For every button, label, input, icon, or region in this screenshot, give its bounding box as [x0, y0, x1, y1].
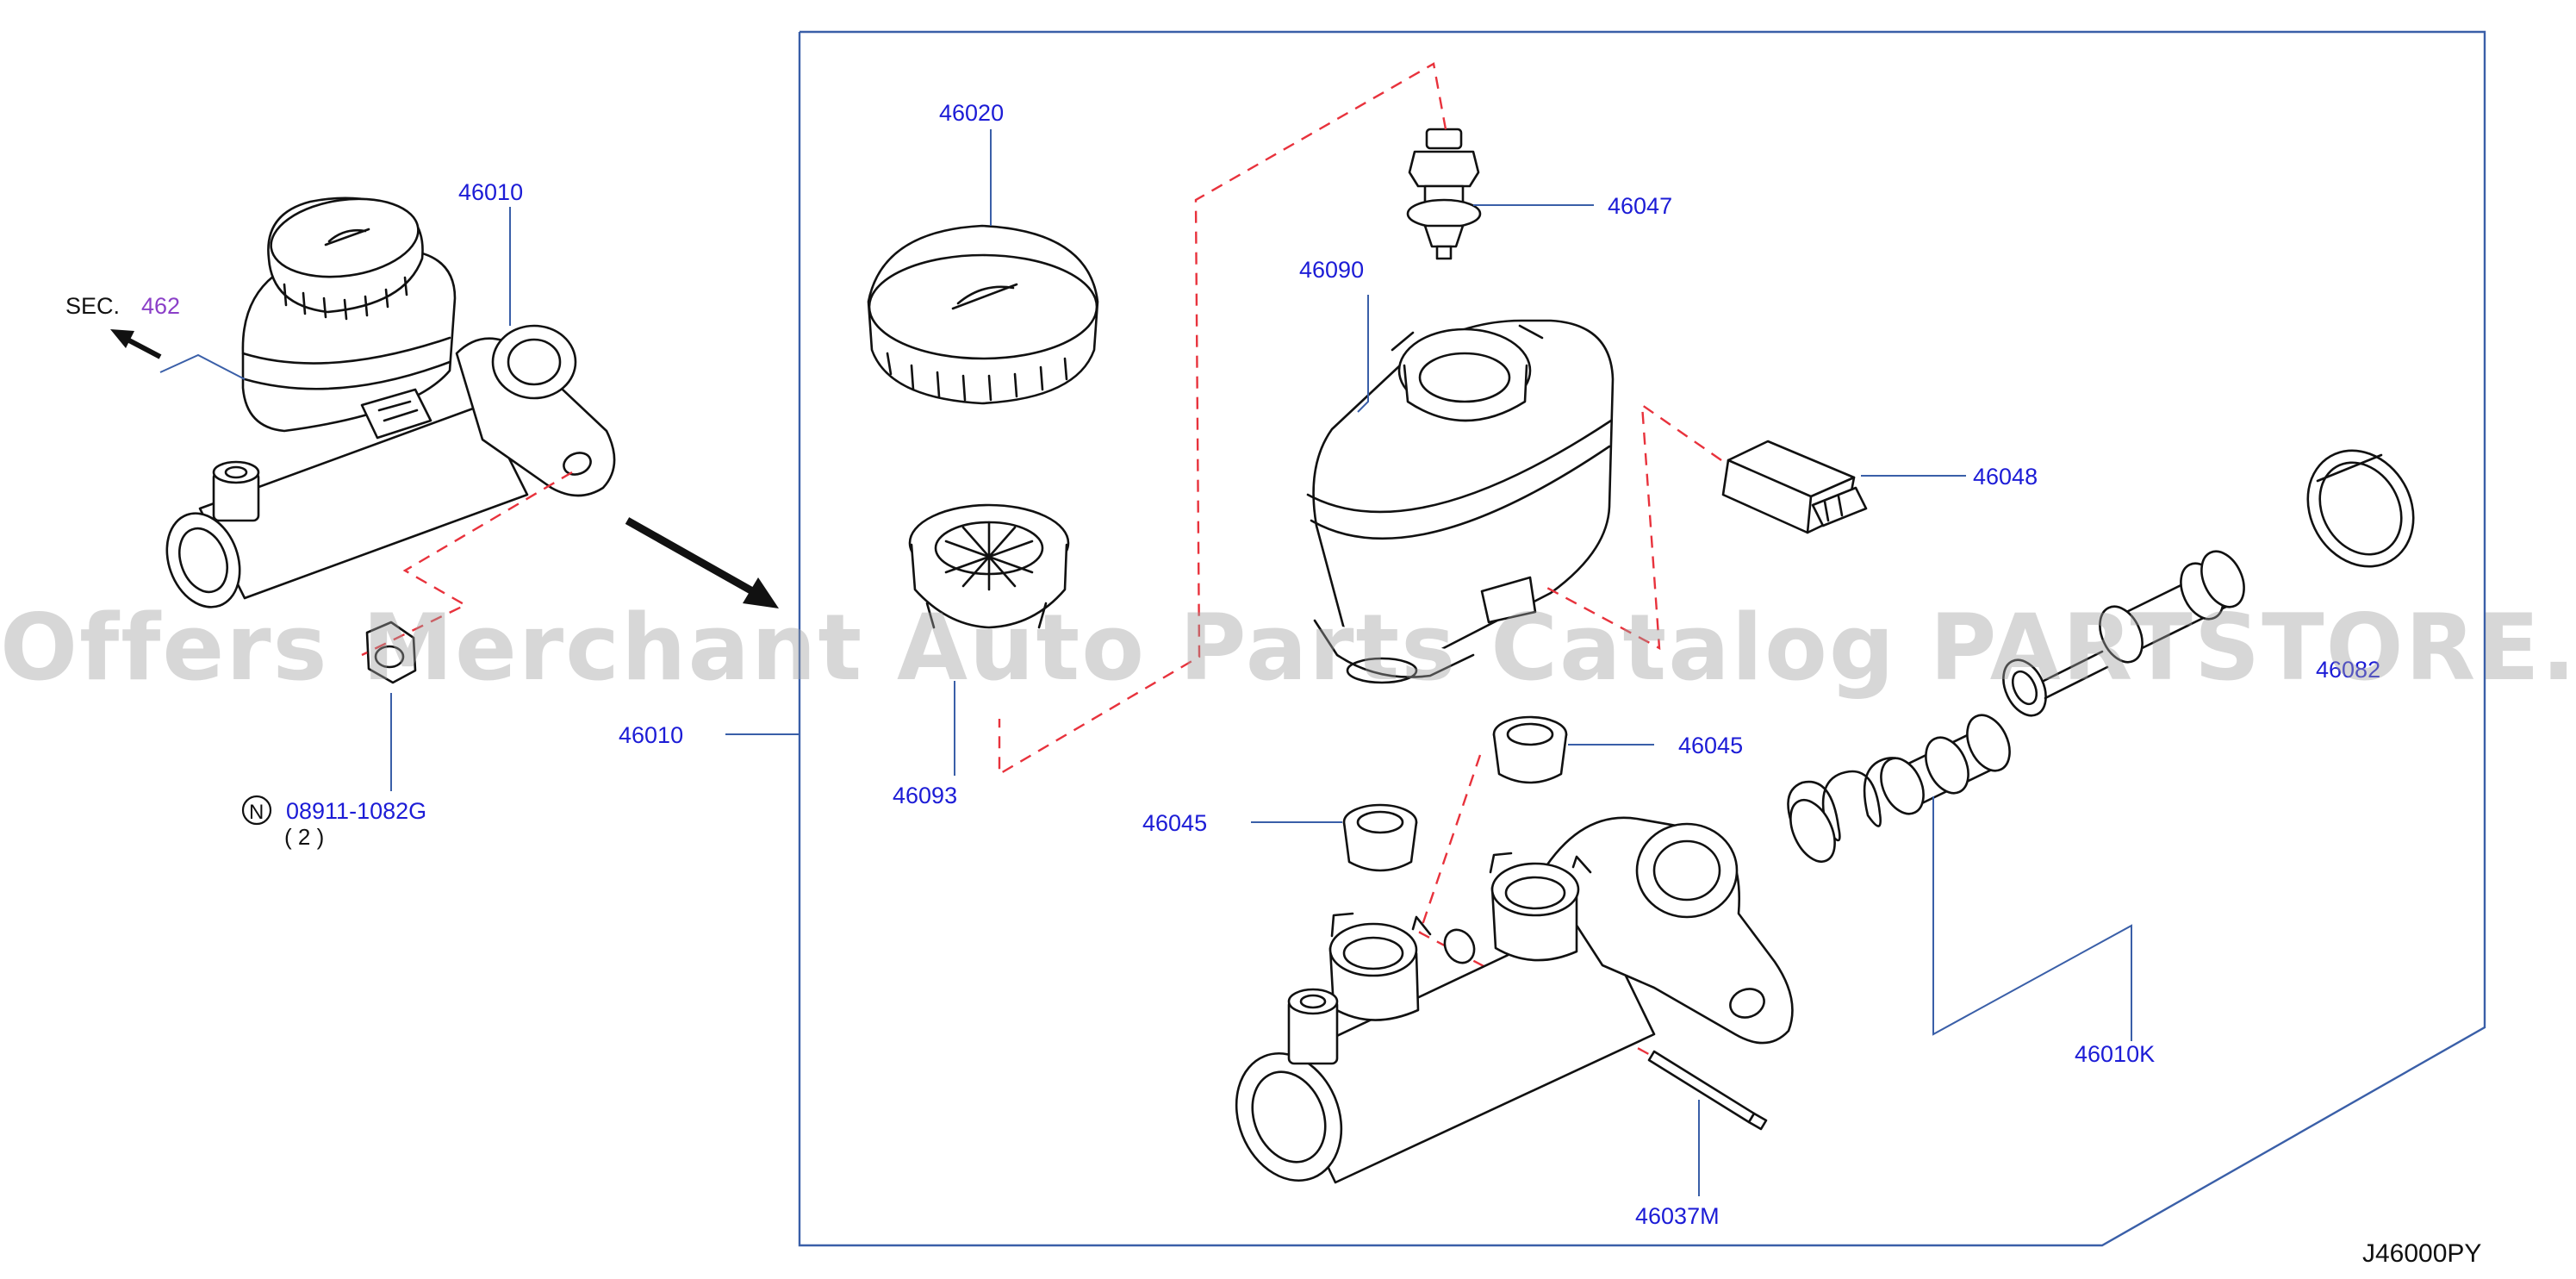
section-prefix: SEC.	[65, 293, 120, 319]
part-number-46045-right[interactable]: 46045	[1678, 733, 1743, 758]
piston-kit-illustration[interactable]	[1782, 545, 2252, 869]
fastener-marker: N	[249, 801, 264, 824]
part-number-46048[interactable]: 46048	[1973, 464, 2038, 490]
retaining-ring-illustration[interactable]	[2287, 431, 2434, 585]
part-number-46093[interactable]: 46093	[893, 783, 957, 808]
reservoir-cap-illustration[interactable]	[867, 224, 1099, 405]
section-ref-462[interactable]: 462	[141, 293, 180, 319]
leader-46090	[1357, 295, 1369, 413]
part-number-46010K[interactable]: 46010K	[2075, 1041, 2155, 1067]
strainer-illustration[interactable]	[908, 503, 1070, 629]
part-number-46082[interactable]: 46082	[2316, 657, 2380, 683]
phantom-line-left	[361, 471, 573, 657]
diagram-code: J46000PY	[2362, 1239, 2481, 1268]
part-number-46010-left[interactable]: 46010	[619, 722, 683, 748]
fastener-quantity: ( 2 )	[284, 824, 324, 850]
part-number-46047[interactable]: 46047	[1608, 193, 1672, 219]
stopper-pin-illustration[interactable]	[1647, 1050, 1768, 1131]
connector-illustration[interactable]	[1721, 440, 1868, 534]
reservoir-tank-illustration[interactable]	[1306, 319, 1615, 684]
exploded-view-frame	[798, 30, 2486, 1247]
fastener-marker-circle	[241, 795, 272, 826]
phantom-line-connector	[1543, 402, 1722, 651]
part-number-46045-left[interactable]: 46045	[1142, 810, 1207, 836]
seal-right-illustration[interactable]	[1492, 715, 1568, 784]
part-number-08911-1082G[interactable]: 08911-1082G	[286, 798, 426, 824]
leader-sec-462	[159, 353, 246, 380]
master-cylinder-body-illustration[interactable]	[1218, 816, 1794, 1196]
part-number-46020[interactable]: 46020	[939, 100, 1004, 126]
leader-46010K	[1932, 796, 2132, 1041]
pin-grommet-illustration[interactable]	[1406, 128, 1482, 260]
assembled-master-cylinder-illustration[interactable]	[110, 190, 779, 684]
part-number-46010-top[interactable]: 46010	[458, 179, 523, 205]
phantom-line-top	[998, 62, 1447, 777]
part-number-46090[interactable]: 46090	[1299, 257, 1364, 283]
watermark-text: Offers Merchant Auto Parts Catalog PARTS…	[0, 595, 2576, 701]
part-number-46037M[interactable]: 46037M	[1635, 1203, 1720, 1229]
seal-left-illustration[interactable]	[1342, 803, 1418, 872]
